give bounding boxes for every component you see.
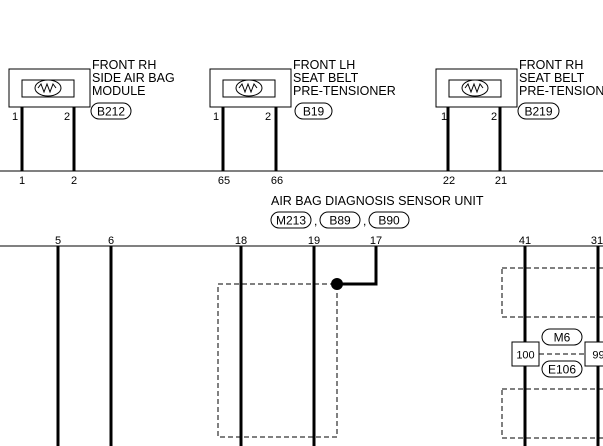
component-label-line2: SEAT BELT	[293, 71, 359, 85]
connector-label: B90	[378, 214, 400, 228]
shield-boxes	[217, 267, 603, 439]
pin-label: 5	[55, 235, 61, 247]
pin-label: 19	[308, 235, 320, 247]
harness-pin-label: 2	[71, 175, 77, 187]
pin-label: 2	[64, 111, 70, 123]
harness-pin-label: 66	[271, 175, 283, 187]
pin-box	[584, 341, 603, 367]
pin-label: 17	[370, 235, 382, 247]
pin-label: 99	[592, 350, 603, 362]
resistor-icon	[37, 82, 57, 94]
component-label-line1: FRONT LH	[293, 58, 355, 72]
splice-dot	[331, 278, 343, 290]
sensor-unit-label: AIR BAG DIAGNOSIS SENSOR UNIT M213 , B89…	[270, 194, 484, 229]
component-front-rh-pretensioner: FRONT RH SEAT BELT PRE-TENSIONER B219 1 …	[435, 58, 603, 187]
shield-box	[501, 267, 603, 318]
wire	[337, 246, 378, 286]
connector-badge	[319, 211, 361, 229]
pin-label: 2	[491, 111, 497, 123]
pin-label: 1	[441, 111, 447, 123]
shield-box	[217, 283, 338, 438]
connector-label: B212	[97, 105, 125, 119]
connector-label: M6	[554, 331, 571, 345]
connector-badge	[517, 102, 560, 120]
connector-label: E106	[548, 363, 576, 377]
component-front-lh-pretensioner: FRONT LH SEAT BELT PRE-TENSIONER B19 1 2…	[209, 58, 396, 187]
lower-pin-labels: 5 6 18 19 17 41 31	[55, 235, 603, 247]
harness-pin-label: 22	[443, 175, 455, 187]
connector-label: B89	[329, 214, 351, 228]
pin-label: 2	[265, 111, 271, 123]
connector-label: M213	[276, 214, 306, 228]
connector-badge	[541, 328, 583, 346]
pin-label: 6	[108, 235, 114, 247]
pin-label: 100	[516, 350, 534, 362]
connector-badge	[294, 102, 333, 120]
harness-pin-label: 65	[218, 175, 230, 187]
component-label-line3: MODULE	[92, 84, 145, 98]
component-label-line1: FRONT RH	[92, 58, 156, 72]
resistor-icon	[238, 82, 258, 94]
separator: ,	[314, 214, 317, 228]
separator: ,	[363, 214, 366, 228]
component-label-line2: SEAT BELT	[519, 71, 585, 85]
pin-label: 31	[591, 235, 603, 247]
component-label-line1: FRONT RH	[519, 58, 583, 72]
pin-label: 1	[12, 111, 18, 123]
connector-badge	[90, 102, 132, 120]
pin-label: 18	[235, 235, 247, 247]
component-front-rh-side-airbag: FRONT RH SIDE AIR BAG MODULE B212 1 2 1 …	[8, 58, 175, 187]
harness-pin-label: 21	[495, 175, 507, 187]
harness-pin-label: 1	[19, 175, 25, 187]
connector-badge	[541, 360, 583, 378]
resistor-icon	[464, 82, 484, 94]
pin-label: 1	[213, 111, 219, 123]
component-label-line2: SIDE AIR BAG	[92, 71, 175, 85]
connector-badge	[368, 211, 410, 229]
component-label-line3: PRE-TENSIONER	[293, 84, 396, 98]
shield-box	[501, 388, 603, 439]
connector-label: B219	[524, 105, 552, 119]
connector-badge	[270, 211, 312, 229]
sensor-unit-title: AIR BAG DIAGNOSIS SENSOR UNIT	[271, 194, 484, 208]
connector-label: B19	[303, 105, 325, 119]
pin-label: 41	[519, 235, 531, 247]
component-label-line3: PRE-TENSIONER	[519, 84, 603, 98]
joint-connector: 100 99 M6 E106	[511, 328, 603, 378]
pin-box	[511, 341, 540, 367]
